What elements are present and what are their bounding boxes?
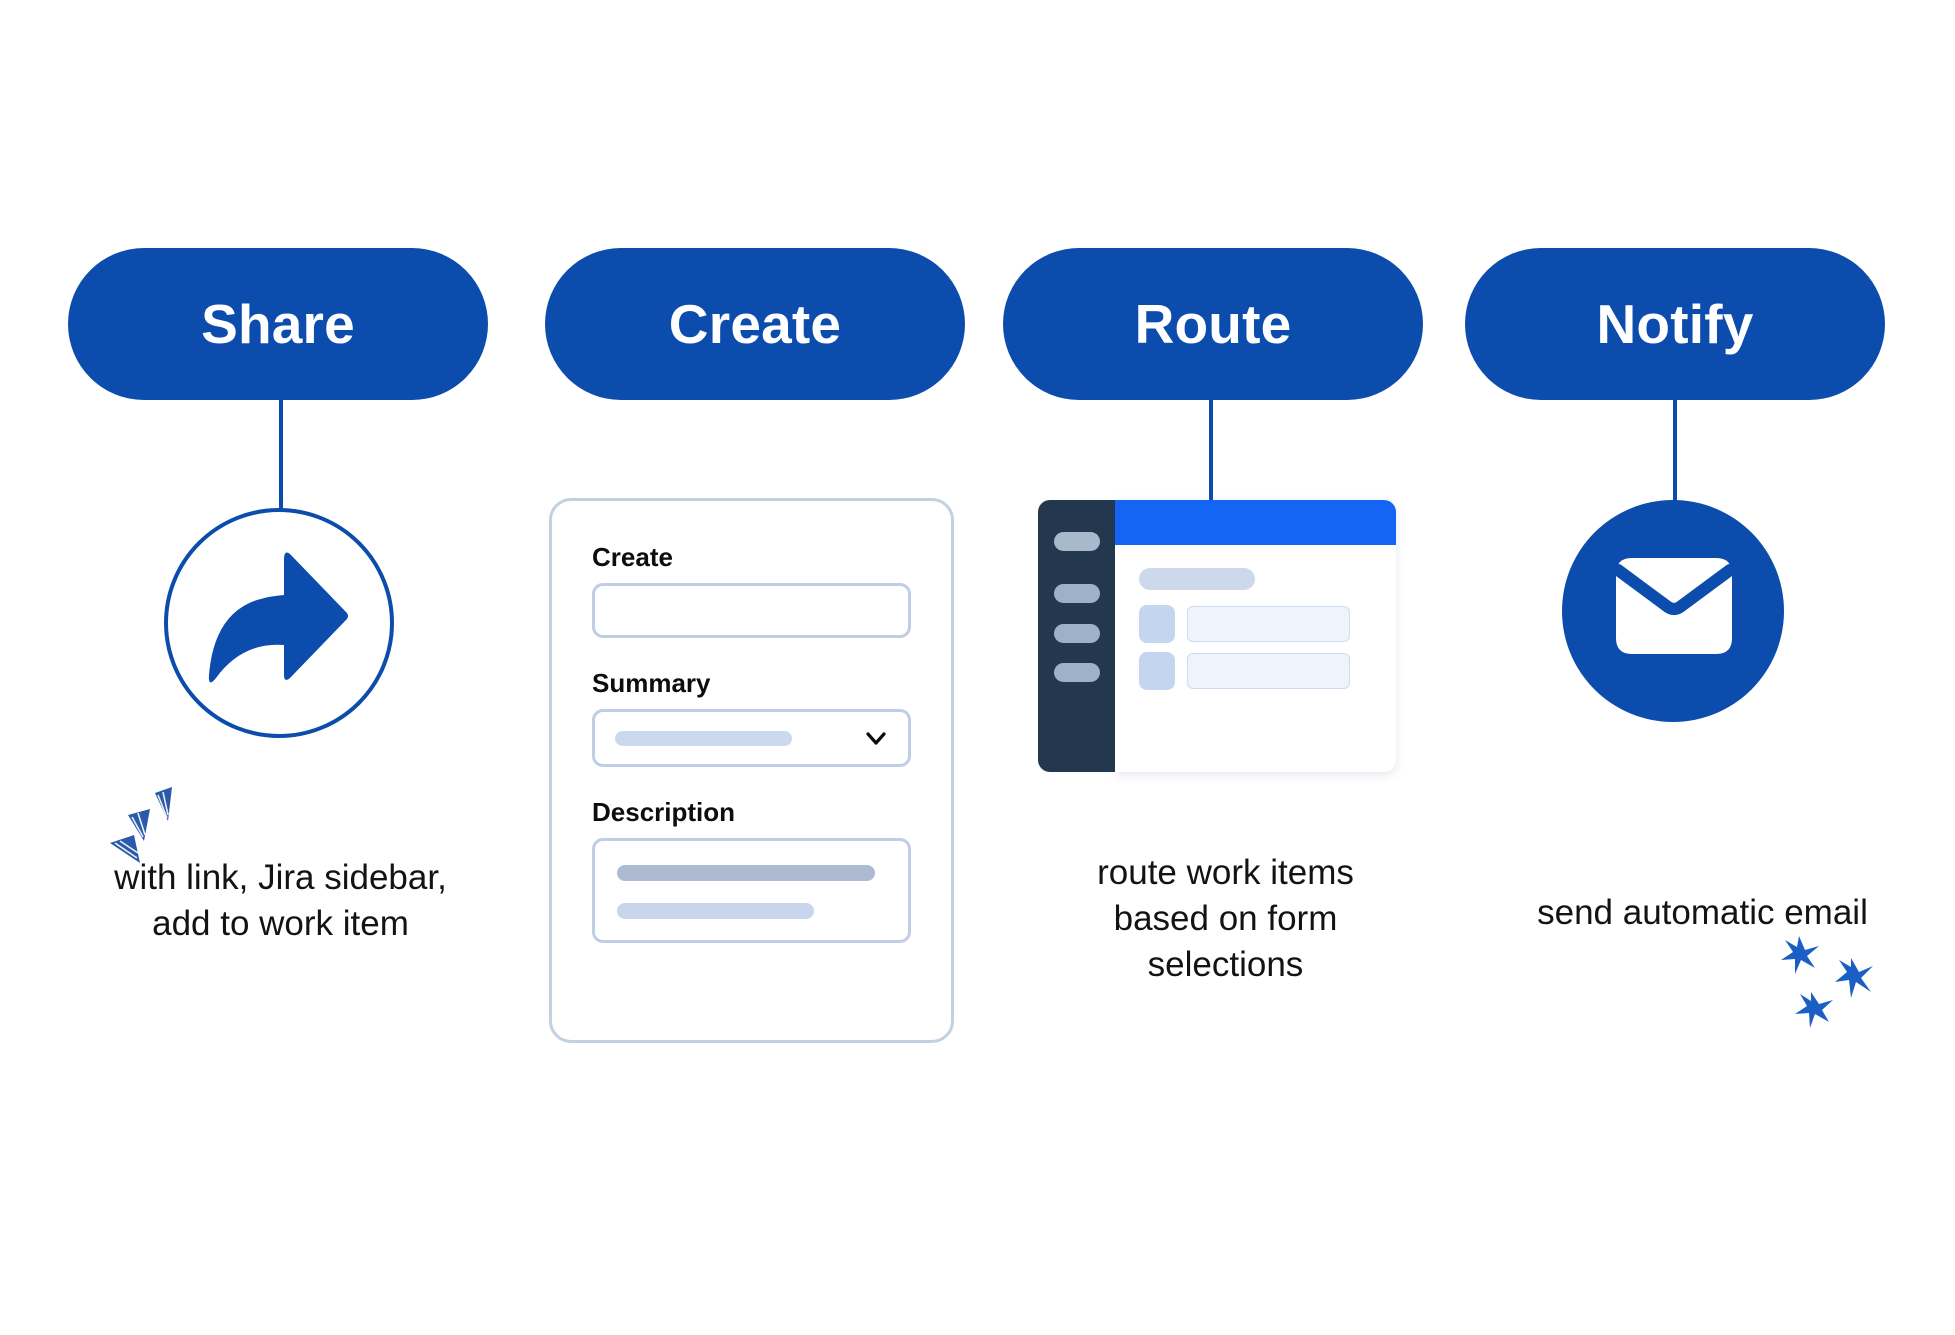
- sparkles-icon: [1781, 936, 1873, 1028]
- step-pill-notify-label: Notify: [1596, 292, 1754, 355]
- step-pill-route[interactable]: Route: [1003, 248, 1423, 400]
- connector-line-share: [279, 398, 283, 512]
- create-text-input[interactable]: [592, 583, 911, 638]
- browser-row-1-field: [1187, 606, 1350, 642]
- caption-notify: send automatic email: [1537, 893, 1868, 932]
- caption-route: route work items based on form selection…: [1097, 853, 1354, 985]
- description-field-label: Description: [592, 797, 736, 827]
- browser-sidebar: [1038, 500, 1115, 772]
- envelope-icon: [1612, 558, 1736, 654]
- connector-line-route: [1209, 398, 1213, 508]
- share-icon-circle: [164, 508, 394, 738]
- share-arrow-icon: [208, 552, 348, 683]
- browser-content-area: [1115, 500, 1396, 772]
- create-field-label: Create: [592, 542, 673, 572]
- step-pill-notify[interactable]: Notify: [1465, 248, 1885, 400]
- step-pill-share-label: Share: [201, 292, 355, 355]
- create-form-card: Create Summary Description: [549, 498, 954, 1043]
- sidebar-item-2[interactable]: [1054, 584, 1100, 603]
- browser-row-2-field: [1187, 653, 1350, 689]
- browser-row-2-thumb: [1139, 652, 1175, 690]
- summary-select[interactable]: [592, 709, 911, 767]
- browser-title-placeholder: [1139, 568, 1255, 590]
- sidebar-item-1[interactable]: [1054, 532, 1100, 551]
- description-textarea[interactable]: [592, 838, 911, 943]
- caption-share: with link, Jira sidebar, add to work ite…: [114, 858, 447, 944]
- browser-header-bar: [1115, 500, 1396, 545]
- chevron-down-icon: [866, 732, 886, 745]
- browser-window-icon: [1038, 500, 1396, 772]
- summary-select-value: [615, 730, 792, 746]
- step-pill-share[interactable]: Share: [68, 248, 488, 400]
- summary-field-label: Summary: [592, 668, 711, 698]
- description-line-1: [617, 865, 875, 881]
- confetti-icon: [110, 787, 172, 863]
- step-pill-create-label: Create: [668, 292, 842, 355]
- connector-line-notify: [1673, 398, 1677, 508]
- step-pill-create[interactable]: Create: [545, 248, 965, 400]
- step-pill-route-label: Route: [1134, 292, 1292, 355]
- description-line-2: [617, 903, 814, 919]
- browser-row-1-thumb: [1139, 605, 1175, 643]
- sidebar-item-4[interactable]: [1054, 663, 1100, 682]
- sidebar-item-3[interactable]: [1054, 624, 1100, 643]
